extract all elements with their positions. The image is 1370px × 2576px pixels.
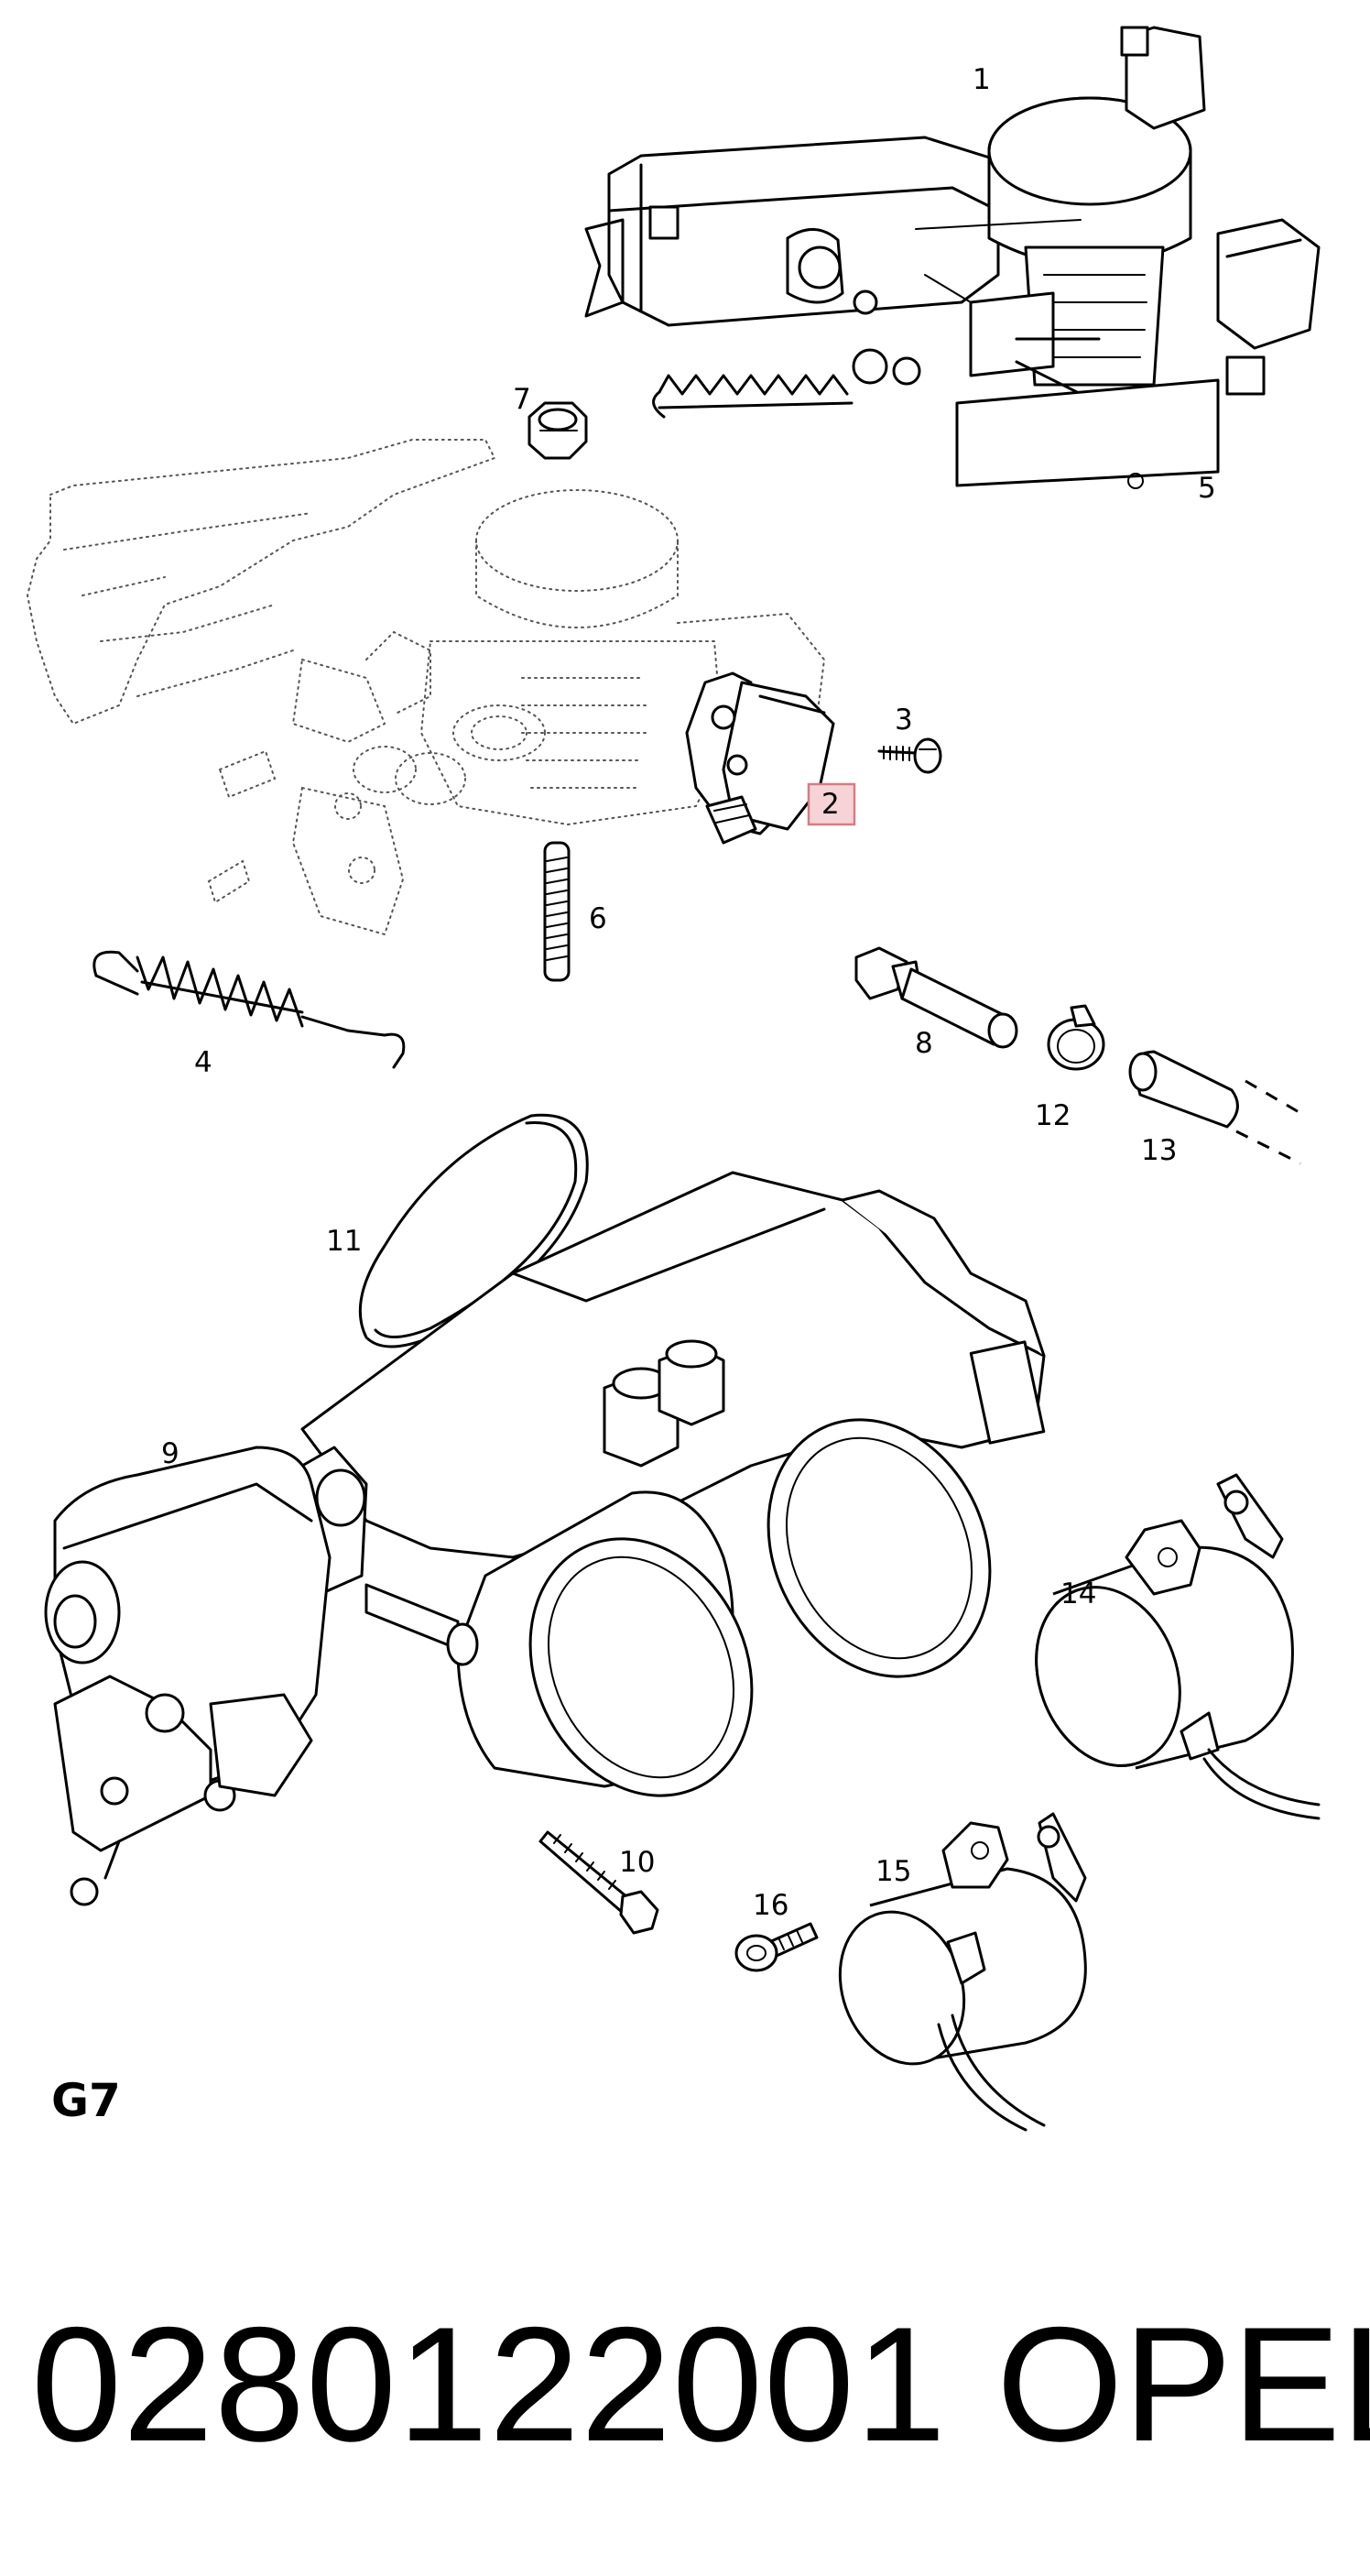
callout-6: 6 [589,902,607,935]
section-code: G7 [51,2074,121,2127]
callout-13: 13 [1141,1134,1177,1167]
callout-16: 16 [753,1889,788,1922]
callout-14: 14 [1060,1577,1096,1610]
highlight-box-2 [807,782,856,826]
part-1-throttle-body-assembly[interactable] [584,26,1321,489]
part-8-pipe-fitting[interactable] [854,946,1018,1049]
part-13-hose[interactable] [1128,1050,1301,1165]
part-16-cap-screw[interactable] [734,1922,819,1972]
part-11-o-ring[interactable] [358,1113,589,1348]
callout-2: 2 [821,788,840,821]
part-4-spring[interactable] [92,950,406,1069]
part-number: 0280122001 [31,2293,947,2475]
part-15-actuator[interactable] [820,1812,1087,2132]
callout-5: 5 [1198,472,1216,505]
ghost-reference-housing [26,439,826,936]
callout-12: 12 [1035,1099,1071,1132]
part-12-hose-clamp[interactable] [1047,1004,1105,1071]
part-10-bolt[interactable] [538,1830,659,1935]
part-9-twin-throttle-body[interactable] [44,1171,1046,1906]
callout-9: 9 [161,1437,179,1470]
part-2-throttle-position-sensor[interactable] [685,671,835,845]
part-3-screw[interactable] [877,737,942,774]
callout-8: 8 [915,1027,933,1060]
return-spring [652,374,854,419]
part-6-stud[interactable] [543,841,571,982]
callout-labels: 1 2 3 4 5 6 7 8 9 10 11 12 13 14 15 16 [161,63,1216,1922]
brand-name: OPEL [996,2293,1370,2475]
callout-1: 1 [973,63,991,96]
callout-4: 4 [194,1046,212,1079]
part-14-actuator[interactable] [1012,1473,1321,1820]
callout-11: 11 [326,1225,362,1258]
callout-10: 10 [619,1846,655,1879]
callout-15: 15 [875,1855,911,1888]
part-7-nut[interactable] [527,401,588,460]
callout-3: 3 [895,704,913,737]
callout-7: 7 [513,383,531,416]
